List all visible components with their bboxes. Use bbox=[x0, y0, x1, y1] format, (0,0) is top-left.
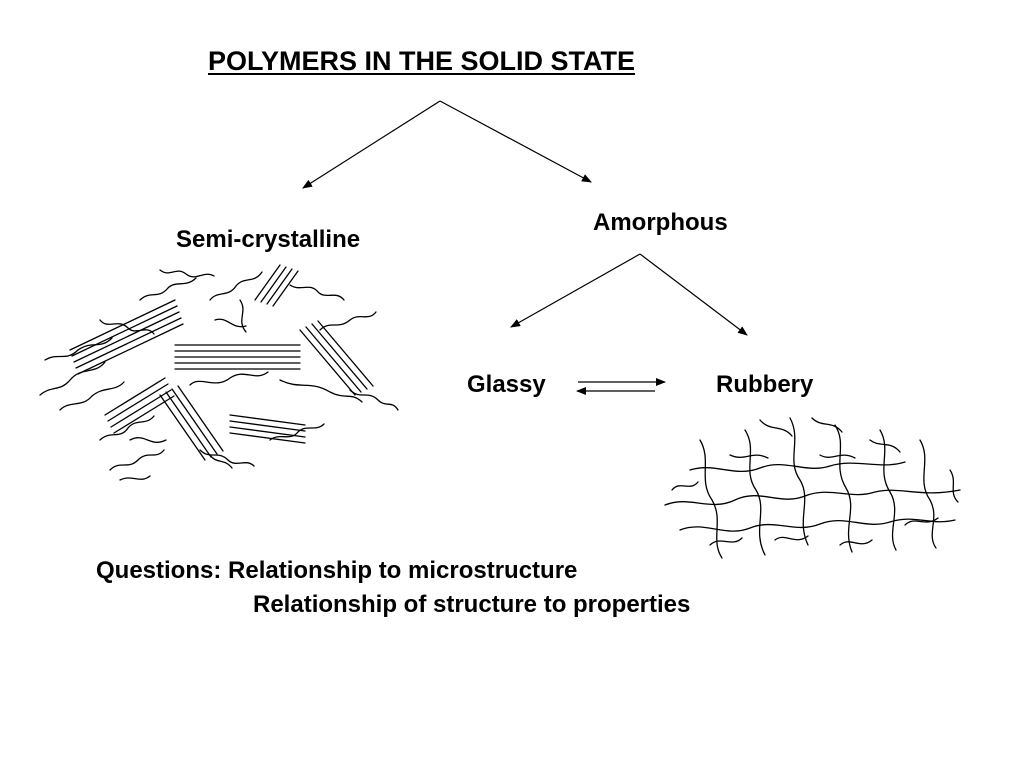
semicrystalline-chain-sketch-icon bbox=[39, 264, 399, 481]
node-glassy: Glassy bbox=[467, 371, 546, 398]
node-rubbery: Rubbery bbox=[716, 371, 814, 398]
arrow-to-glassy bbox=[510, 253, 641, 328]
node-semi-crystalline: Semi-crystalline bbox=[176, 226, 361, 253]
questions-line-2: Relationship of structure to properties bbox=[253, 591, 691, 618]
equilibrium-arrows bbox=[576, 378, 666, 395]
arrow-to-amorphous bbox=[439, 100, 592, 183]
rubbery-network-sketch-icon bbox=[664, 417, 961, 559]
node-amorphous: Amorphous bbox=[593, 209, 728, 236]
arrow-to-semi-crystalline bbox=[302, 100, 441, 189]
arrow-to-rubbery bbox=[639, 253, 748, 336]
amorphous-branch-arrows bbox=[510, 253, 748, 336]
title-branch-arrows bbox=[302, 100, 592, 189]
page-title: POLYMERS IN THE SOLID STATE bbox=[208, 46, 636, 76]
questions-line-1: Questions: Relationship to microstructur… bbox=[96, 557, 578, 584]
